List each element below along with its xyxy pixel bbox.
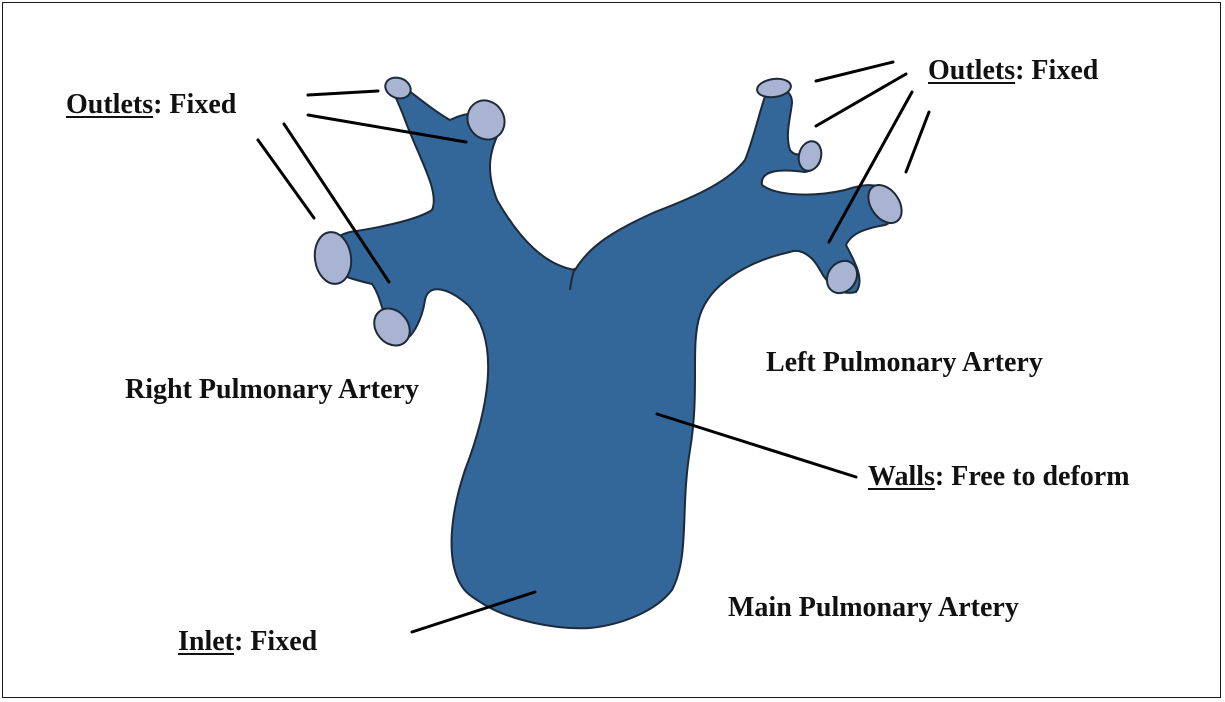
leader-outlets-left-4: [906, 112, 929, 172]
label-outlets-left-term: Outlets: [928, 55, 1015, 86]
label-inlet-desc: : Fixed: [234, 626, 317, 657]
leader-outlets-left-1: [816, 62, 893, 81]
label-outlets-right: Outlets: Fixed: [66, 91, 236, 119]
label-right-pulmonary-artery: Right Pulmonary Artery: [125, 376, 419, 404]
label-walls: Walls: Free to deform: [868, 463, 1130, 491]
leader-outlets-right-1: [308, 91, 378, 95]
label-outlets-left: Outlets: Fixed: [928, 57, 1098, 85]
label-walls-term: Walls: [868, 461, 935, 492]
label-walls-desc: : Free to deform: [935, 461, 1130, 492]
label-left-pulmonary-artery: Left Pulmonary Artery: [766, 349, 1043, 377]
label-inlet-term: Inlet: [178, 626, 234, 657]
label-outlets-right-term: Outlets: [66, 89, 153, 120]
label-inlet: Inlet: Fixed: [178, 628, 317, 656]
label-outlets-right-desc: : Fixed: [153, 89, 236, 120]
label-main-pulmonary-artery: Main Pulmonary Artery: [728, 594, 1019, 622]
label-outlets-left-desc: : Fixed: [1015, 55, 1098, 86]
leader-outlets-left-2: [816, 74, 906, 126]
leader-outlets-right-3: [258, 140, 314, 218]
